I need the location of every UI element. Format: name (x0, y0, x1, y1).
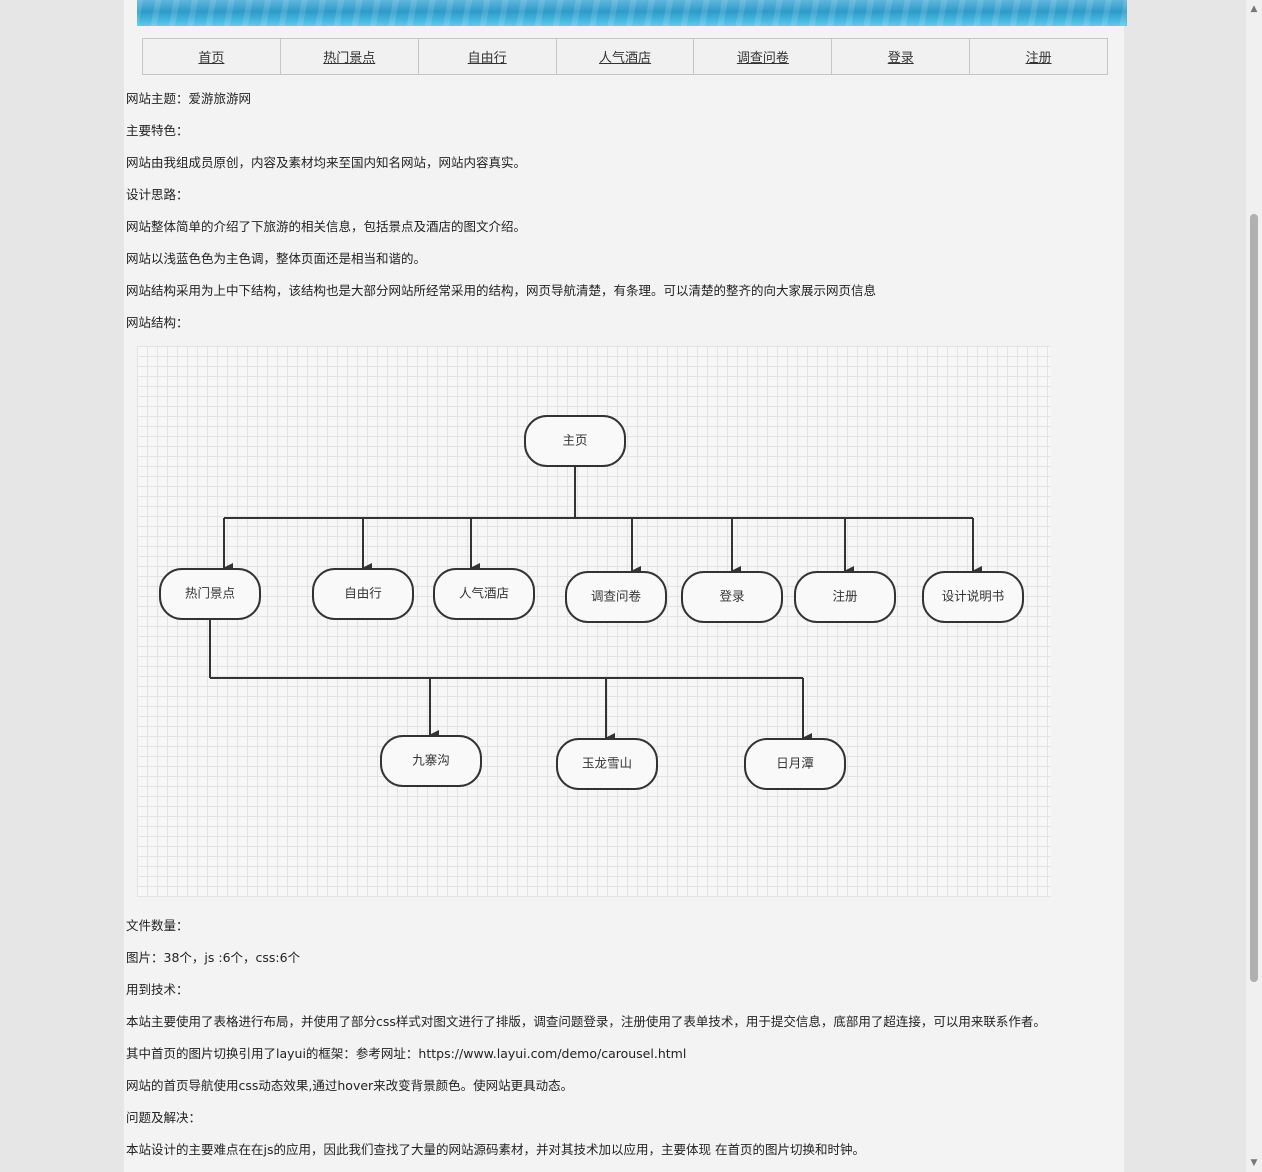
site-theme: 网站主题：爱游旅游网 (126, 91, 252, 106)
tech-text-1: 本站主要使用了表格进行布局，并使用了部分css样式对图文进行了排版，调查问题登录… (126, 1014, 1046, 1029)
node-free-travel-label: 自由行 (344, 586, 382, 601)
features-text: 网站由我组成员原创，内容及素材均来至国内知名网站，网站内容真实。 (126, 155, 527, 170)
node-yulong (556, 738, 658, 790)
node-sunmoon (744, 738, 846, 790)
node-register (794, 571, 896, 623)
diagram-svg: 主页 热门景点 自由行 人气酒店 调查问卷 登录 注册 设计说明书 九寨沟 玉龙… (159, 415, 1024, 790)
tech-text-2: 其中首页的图片切换引用了layui的框架：参考网址：https://www.la… (126, 1046, 687, 1061)
design-label: 设计思路： (126, 187, 189, 202)
features-label: 主要特色： (126, 123, 189, 138)
node-free-travel (312, 568, 414, 620)
node-hot-spots (159, 568, 261, 620)
node-yulong-label: 玉龙雪山 (582, 756, 632, 771)
node-register-label: 注册 (832, 589, 857, 604)
scroll-thumb[interactable] (1250, 214, 1258, 982)
node-jiuzhaigou (380, 735, 482, 787)
design-text-2: 网站以浅蓝色色为主色调，整体页面还是相当和谐的。 (126, 251, 427, 266)
tech-text-3: 网站的首页导航使用css动态效果,通过hover来改变背景颜色。使网站更具动态。 (126, 1078, 574, 1093)
node-login (681, 571, 783, 623)
node-survey (565, 571, 667, 623)
node-hotels-label: 人气酒店 (459, 586, 509, 601)
main-nav: 首页 热门景点 自由行 人气酒店 调查问卷 登录 注册 (142, 38, 1108, 75)
design-text-1: 网站整体简单的介绍了下旅游的相关信息，包括景点及酒店的图文介绍。 (126, 219, 527, 234)
node-jiuzhaigou-label: 九寨沟 (412, 753, 450, 768)
node-hotels (433, 568, 535, 620)
node-design-doc-label: 设计说明书 (942, 589, 1005, 604)
scroll-up-arrow-icon[interactable]: ▲ (1250, 4, 1258, 14)
design-text-3: 网站结构采用为上中下结构，该结构也是大部分网站所经常采用的结构，网页导航清楚，有… (126, 283, 877, 298)
connector-lines (209, 466, 982, 743)
scroll-down-arrow-icon[interactable]: ▼ (1250, 1158, 1258, 1168)
node-design-doc (922, 571, 1024, 623)
node-hot-spots-label: 热门景点 (185, 586, 235, 601)
nav-login[interactable]: 登录 (832, 39, 971, 74)
banner-image (137, 0, 1127, 26)
node-home-label: 主页 (562, 433, 587, 448)
structure-label: 网站结构： (126, 315, 189, 330)
issues-label: 问题及解决： (126, 1110, 202, 1125)
tech-label: 用到技术： (126, 982, 189, 997)
node-sunmoon-label: 日月潭 (776, 756, 814, 771)
node-survey-label: 调查问卷 (591, 589, 642, 604)
issues-text: 本站设计的主要难点在在js的应用，因此我们查找了大量的网站源码素材，并对其技术加… (126, 1142, 865, 1157)
node-login-label: 登录 (719, 589, 744, 604)
vertical-scrollbar[interactable]: ▲ ▼ (1246, 0, 1262, 1172)
node-home (524, 415, 626, 467)
nav-register[interactable]: 注册 (1025, 51, 1052, 66)
nav-free-travel[interactable]: 自由行 (419, 39, 557, 74)
site-structure-diagram: 主页 热门景点 自由行 人气酒店 调查问卷 登录 注册 设计说明书 九寨沟 玉龙… (137, 346, 1051, 897)
files-label: 文件数量： (126, 918, 189, 933)
nav-survey[interactable]: 调查问卷 (694, 39, 833, 74)
nav-hot-spots[interactable]: 热门景点 (281, 39, 419, 74)
nav-home[interactable]: 首页 (143, 39, 281, 74)
files-text: 图片：38个，js :6个，css:6个 (126, 950, 301, 965)
nav-hotels[interactable]: 人气酒店 (557, 39, 695, 74)
